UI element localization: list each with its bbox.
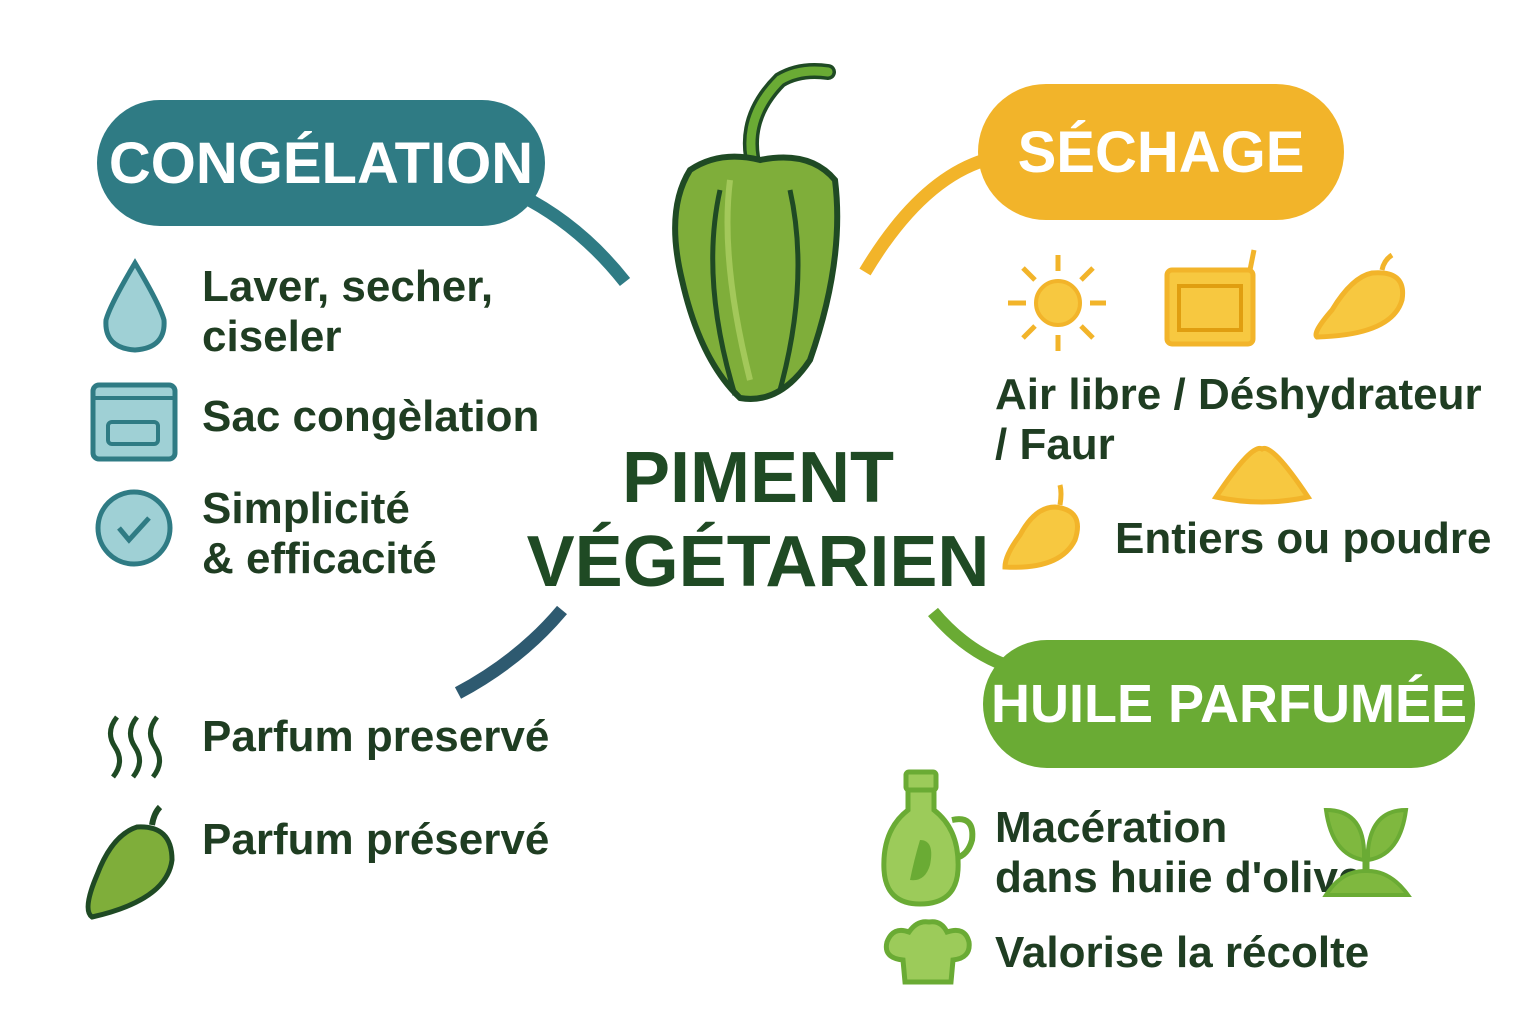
- green-pepper-icon: [85, 804, 175, 920]
- congelation-item-2: Sac congèlation: [202, 392, 540, 441]
- check-circle-icon: [95, 489, 173, 567]
- connector-parfum: [454, 605, 567, 699]
- item-line: Laver, secher,: [202, 262, 494, 311]
- dehydrator-icon: [1164, 249, 1257, 347]
- connector-huile: [928, 607, 1008, 672]
- dried-pepper-icon: [1313, 252, 1406, 340]
- huile-label: HUILE PARFUMÉE: [983, 640, 1475, 768]
- congelation-item-3: Simplicité & efficacité: [202, 484, 437, 584]
- parfum-item-2: Parfum préservé: [202, 815, 550, 864]
- item-line: Air libre / Déshydrateur: [995, 370, 1482, 419]
- freezer-bag-icon: [90, 382, 178, 462]
- item-line: / Faur: [995, 420, 1115, 469]
- huile-item-1: Macération dans huiie d'olive: [995, 803, 1362, 903]
- aroma-waves-icon: [108, 715, 162, 779]
- sechage-item-2: Entiers ou poudre: [1115, 514, 1492, 563]
- item-line: ciseler: [202, 312, 342, 361]
- item-line: Macération: [995, 803, 1228, 852]
- powder-pile-icon: [1211, 445, 1313, 505]
- huile-item-2: Valorise la récolte: [995, 928, 1370, 977]
- sechage-item-1: Air libre / Déshydrateur / Faur: [995, 370, 1482, 470]
- bell-pepper-illustration: [672, 63, 841, 402]
- sechage-label: SÉCHAGE: [978, 84, 1344, 220]
- item-line: dans huiie d'olive: [995, 853, 1363, 902]
- chef-hat-icon: [883, 919, 972, 985]
- main-title: PIMENT VÉGÉTARIEN: [518, 436, 998, 604]
- item-line: Simplicité: [202, 484, 410, 533]
- congelation-item-1: Laver, secher, ciseler: [202, 262, 493, 362]
- water-drop-icon: [103, 258, 167, 353]
- connector-congelation: [517, 189, 631, 287]
- item-line: & efficacité: [202, 534, 437, 583]
- dried-pepper-icon: [1002, 484, 1080, 570]
- sprout-icon: [1322, 807, 1412, 897]
- title-line2: VÉGÉTARIEN: [526, 522, 990, 602]
- oil-bottle-icon: [881, 769, 976, 907]
- connector-sechage: [859, 153, 988, 276]
- congelation-label: CONGÉLATION: [97, 100, 545, 226]
- sun-icon: [1008, 255, 1106, 351]
- parfum-item-1: Parfum preservé: [202, 712, 550, 761]
- title-line1: PIMENT: [621, 438, 894, 518]
